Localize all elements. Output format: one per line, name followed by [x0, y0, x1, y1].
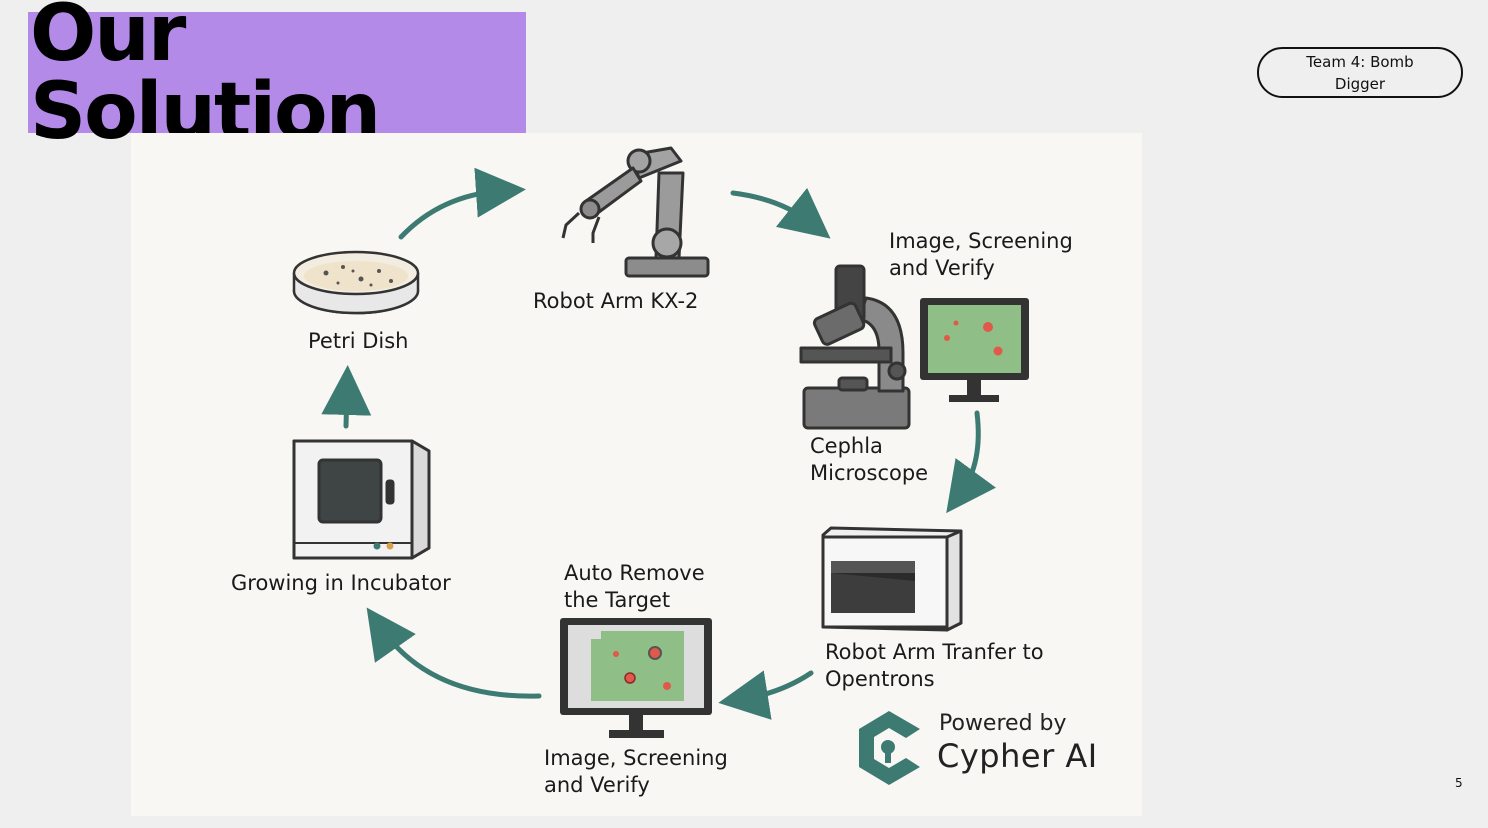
- label-imaging-top: Image, Screening and Verify: [889, 229, 1073, 280]
- petri-dish-icon: [292, 250, 420, 315]
- workflow-diagram: [292, 146, 1029, 785]
- team-label: Team 4: Bomb Digger: [1306, 52, 1414, 93]
- label-petri-dish: Petri Dish: [308, 329, 409, 353]
- label-incubator: Growing in Incubator: [231, 571, 451, 595]
- branding-prefix: Powered by: [939, 711, 1067, 736]
- page-number: 5: [1455, 776, 1463, 790]
- opentrons-icon: [821, 526, 963, 632]
- arrow-petri-to-robot: [398, 167, 526, 240]
- robot-arm-icon: [561, 146, 710, 278]
- label-opentrons: Robot Arm Tranfer to Opentrons: [825, 640, 1044, 691]
- microscope-icon: [799, 264, 911, 430]
- title-highlight: Our Solution: [28, 0, 526, 151]
- label-robot-arm: Robot Arm KX-2: [533, 289, 699, 313]
- label-auto-remove: Auto Remove the Target: [564, 561, 705, 612]
- arrow-autoremove-to-incubator: [366, 607, 542, 699]
- workflow-diagram-panel: Robot Arm KX-2 Image, Screening and Veri…: [131, 133, 1142, 816]
- arrow-incubator-to-petri: [321, 365, 372, 429]
- team-badge: Team 4: Bomb Digger: [1257, 47, 1463, 98]
- arrow-robot-to-imaging: [730, 187, 831, 239]
- arrow-imaging-to-opentrons: [946, 410, 996, 514]
- incubator-icon: [292, 439, 431, 560]
- arrow-opentrons-to-autoremove: [718, 670, 814, 720]
- label-microscope: Cephla Microscope: [810, 434, 929, 485]
- monitor-top-icon: [920, 298, 1029, 402]
- label-imaging-bottom: Image, Screening and Verify: [544, 746, 728, 797]
- cypher-ai-logo-icon: [859, 711, 920, 785]
- slide-title: Our Solution: [30, 0, 381, 157]
- monitor-bottom-icon: [560, 618, 712, 738]
- branding-name: Cypher AI: [937, 737, 1098, 775]
